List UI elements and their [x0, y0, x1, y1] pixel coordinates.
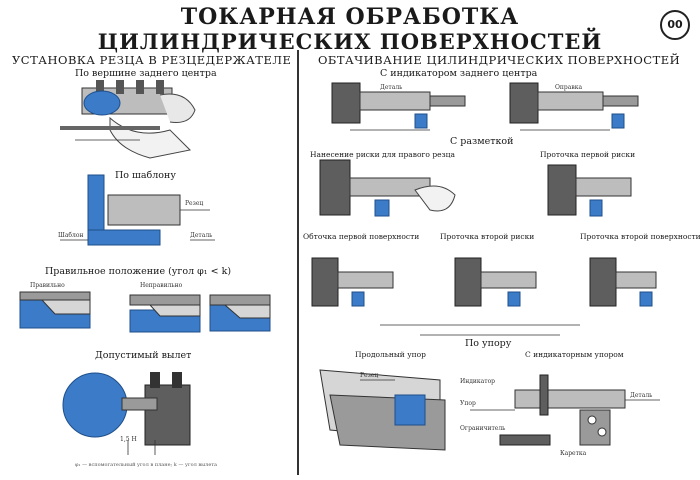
poster-title-line2: ЦИЛИНДРИЧЕСКИХ ПОВЕРХНОСТЕЙ — [97, 29, 603, 54]
marking-row — [319, 159, 632, 217]
deflection-illustration — [62, 372, 191, 455]
sub-center: По вершине заднего центра — [75, 68, 217, 79]
template-illustration — [60, 174, 215, 246]
sub-template: По шаблону — [115, 170, 176, 181]
label-marking-2: Проточка первой риски — [540, 150, 636, 159]
template-label-cutter: Резец — [185, 200, 204, 207]
label-surface-2: Проточка второй риски — [440, 232, 535, 241]
template-label-part: Деталь — [190, 232, 213, 239]
label-incorrect: Неправильно — [140, 282, 183, 289]
sub-allowed-angles: Правильное положение (угол φ₁ < k) — [45, 266, 232, 277]
part-label-limiter: Ограничитель — [460, 425, 506, 432]
label-surface-1: Обточка первой поверхности — [303, 232, 420, 241]
indicator-row — [331, 82, 639, 131]
dim-label: 1,5 H — [120, 436, 137, 443]
tool-position-panels — [19, 291, 271, 333]
part-label-stop: Упор — [460, 400, 476, 407]
label-part-top: Деталь — [380, 84, 403, 91]
part-label-part: Деталь — [630, 392, 653, 399]
label-stop-1: Продольный упор — [355, 350, 426, 359]
right-heading: ОБТАЧИВАНИЕ ЦИЛИНДРИЧЕСКИХ ПОВЕРХНОСТЕЙ — [318, 53, 681, 67]
part-label-cutter: Резец — [360, 372, 379, 379]
label-stop-2: С индикаторным упором — [525, 350, 624, 359]
sub-marking: С разметкой — [450, 136, 514, 147]
page-number-badge: 00 — [660, 10, 690, 40]
stop-row — [319, 369, 660, 451]
template-label-template: Шаблон — [58, 232, 84, 239]
part-label-carriage: Каретка — [560, 450, 587, 457]
sub-indicator: С индикатором заднего центра — [380, 68, 538, 79]
left-footnote: φ₁ — вспомогательный угол в плане; k — у… — [75, 462, 218, 468]
toolholder-illustration — [60, 80, 196, 159]
surface-row — [311, 257, 657, 336]
sub-stop: По упору — [465, 338, 512, 349]
column-divider — [297, 50, 299, 475]
label-correct: Правильно — [30, 282, 65, 289]
part-label-indicator: Индикатор — [460, 378, 496, 385]
label-mandrel-top: Оправка — [555, 84, 583, 91]
sub-deflection: Допустимый вылет — [95, 350, 192, 361]
label-marking-1: Нанесение риски для правого резца — [310, 150, 455, 159]
poster-title-line1: ТОКАРНАЯ ОБРАБОТКА — [180, 4, 520, 30]
label-surface-3: Проточка второй поверхности — [580, 232, 700, 241]
left-heading: УСТАНОВКА РЕЗЦА В РЕЗЦЕДЕРЖАТЕЛЕ — [12, 53, 292, 67]
